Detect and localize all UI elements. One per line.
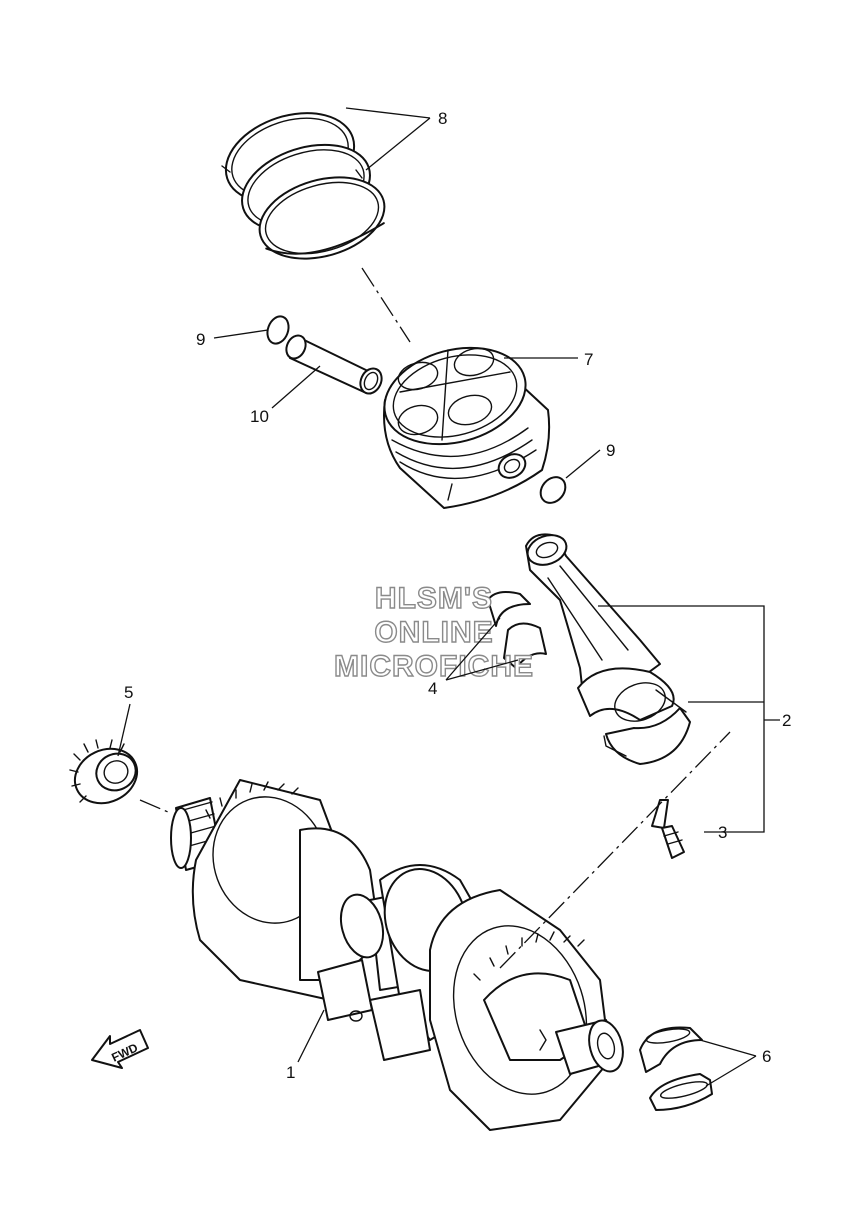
callout-9-left: 9	[196, 330, 205, 349]
callout-4: 4	[428, 679, 437, 698]
leader-lines	[117, 107, 780, 1087]
callout-7: 7	[584, 350, 593, 369]
callout-labels: 8 9 10 7 9 2 3 4 5 6 1	[124, 109, 791, 1082]
callout-6: 6	[762, 1047, 771, 1066]
big-end-bearing[interactable]	[487, 591, 547, 669]
connecting-rod[interactable]	[523, 530, 691, 765]
callout-10: 10	[250, 407, 269, 426]
forward-direction-arrow-icon: FWD	[91, 1029, 149, 1069]
crankshaft-main-bearing[interactable]	[639, 1026, 713, 1111]
crankshaft[interactable]	[170, 779, 628, 1131]
callout-2: 2	[782, 711, 791, 730]
callout-8: 8	[438, 109, 447, 128]
watermark: HLSM'S ONLINE MICROFICHE	[333, 581, 534, 683]
piston-rings[interactable]	[214, 98, 394, 273]
callout-5: 5	[124, 683, 133, 702]
crankshaft-gear[interactable]	[66, 739, 146, 813]
callout-9-right: 9	[606, 441, 615, 460]
piston[interactable]	[374, 333, 551, 509]
callout-1: 1	[286, 1063, 295, 1082]
watermark-line-3: MICROFICHE	[334, 650, 534, 683]
watermark-line-2: ONLINE	[374, 616, 493, 649]
callout-3: 3	[718, 823, 727, 842]
piston-pin[interactable]	[283, 332, 386, 397]
watermark-line-1: HLSM'S	[375, 582, 493, 615]
connecting-rod-bolt[interactable]	[651, 799, 685, 859]
piston-pin-clip-right[interactable]	[536, 472, 571, 508]
piston-pin-clip-left[interactable]	[264, 313, 292, 346]
